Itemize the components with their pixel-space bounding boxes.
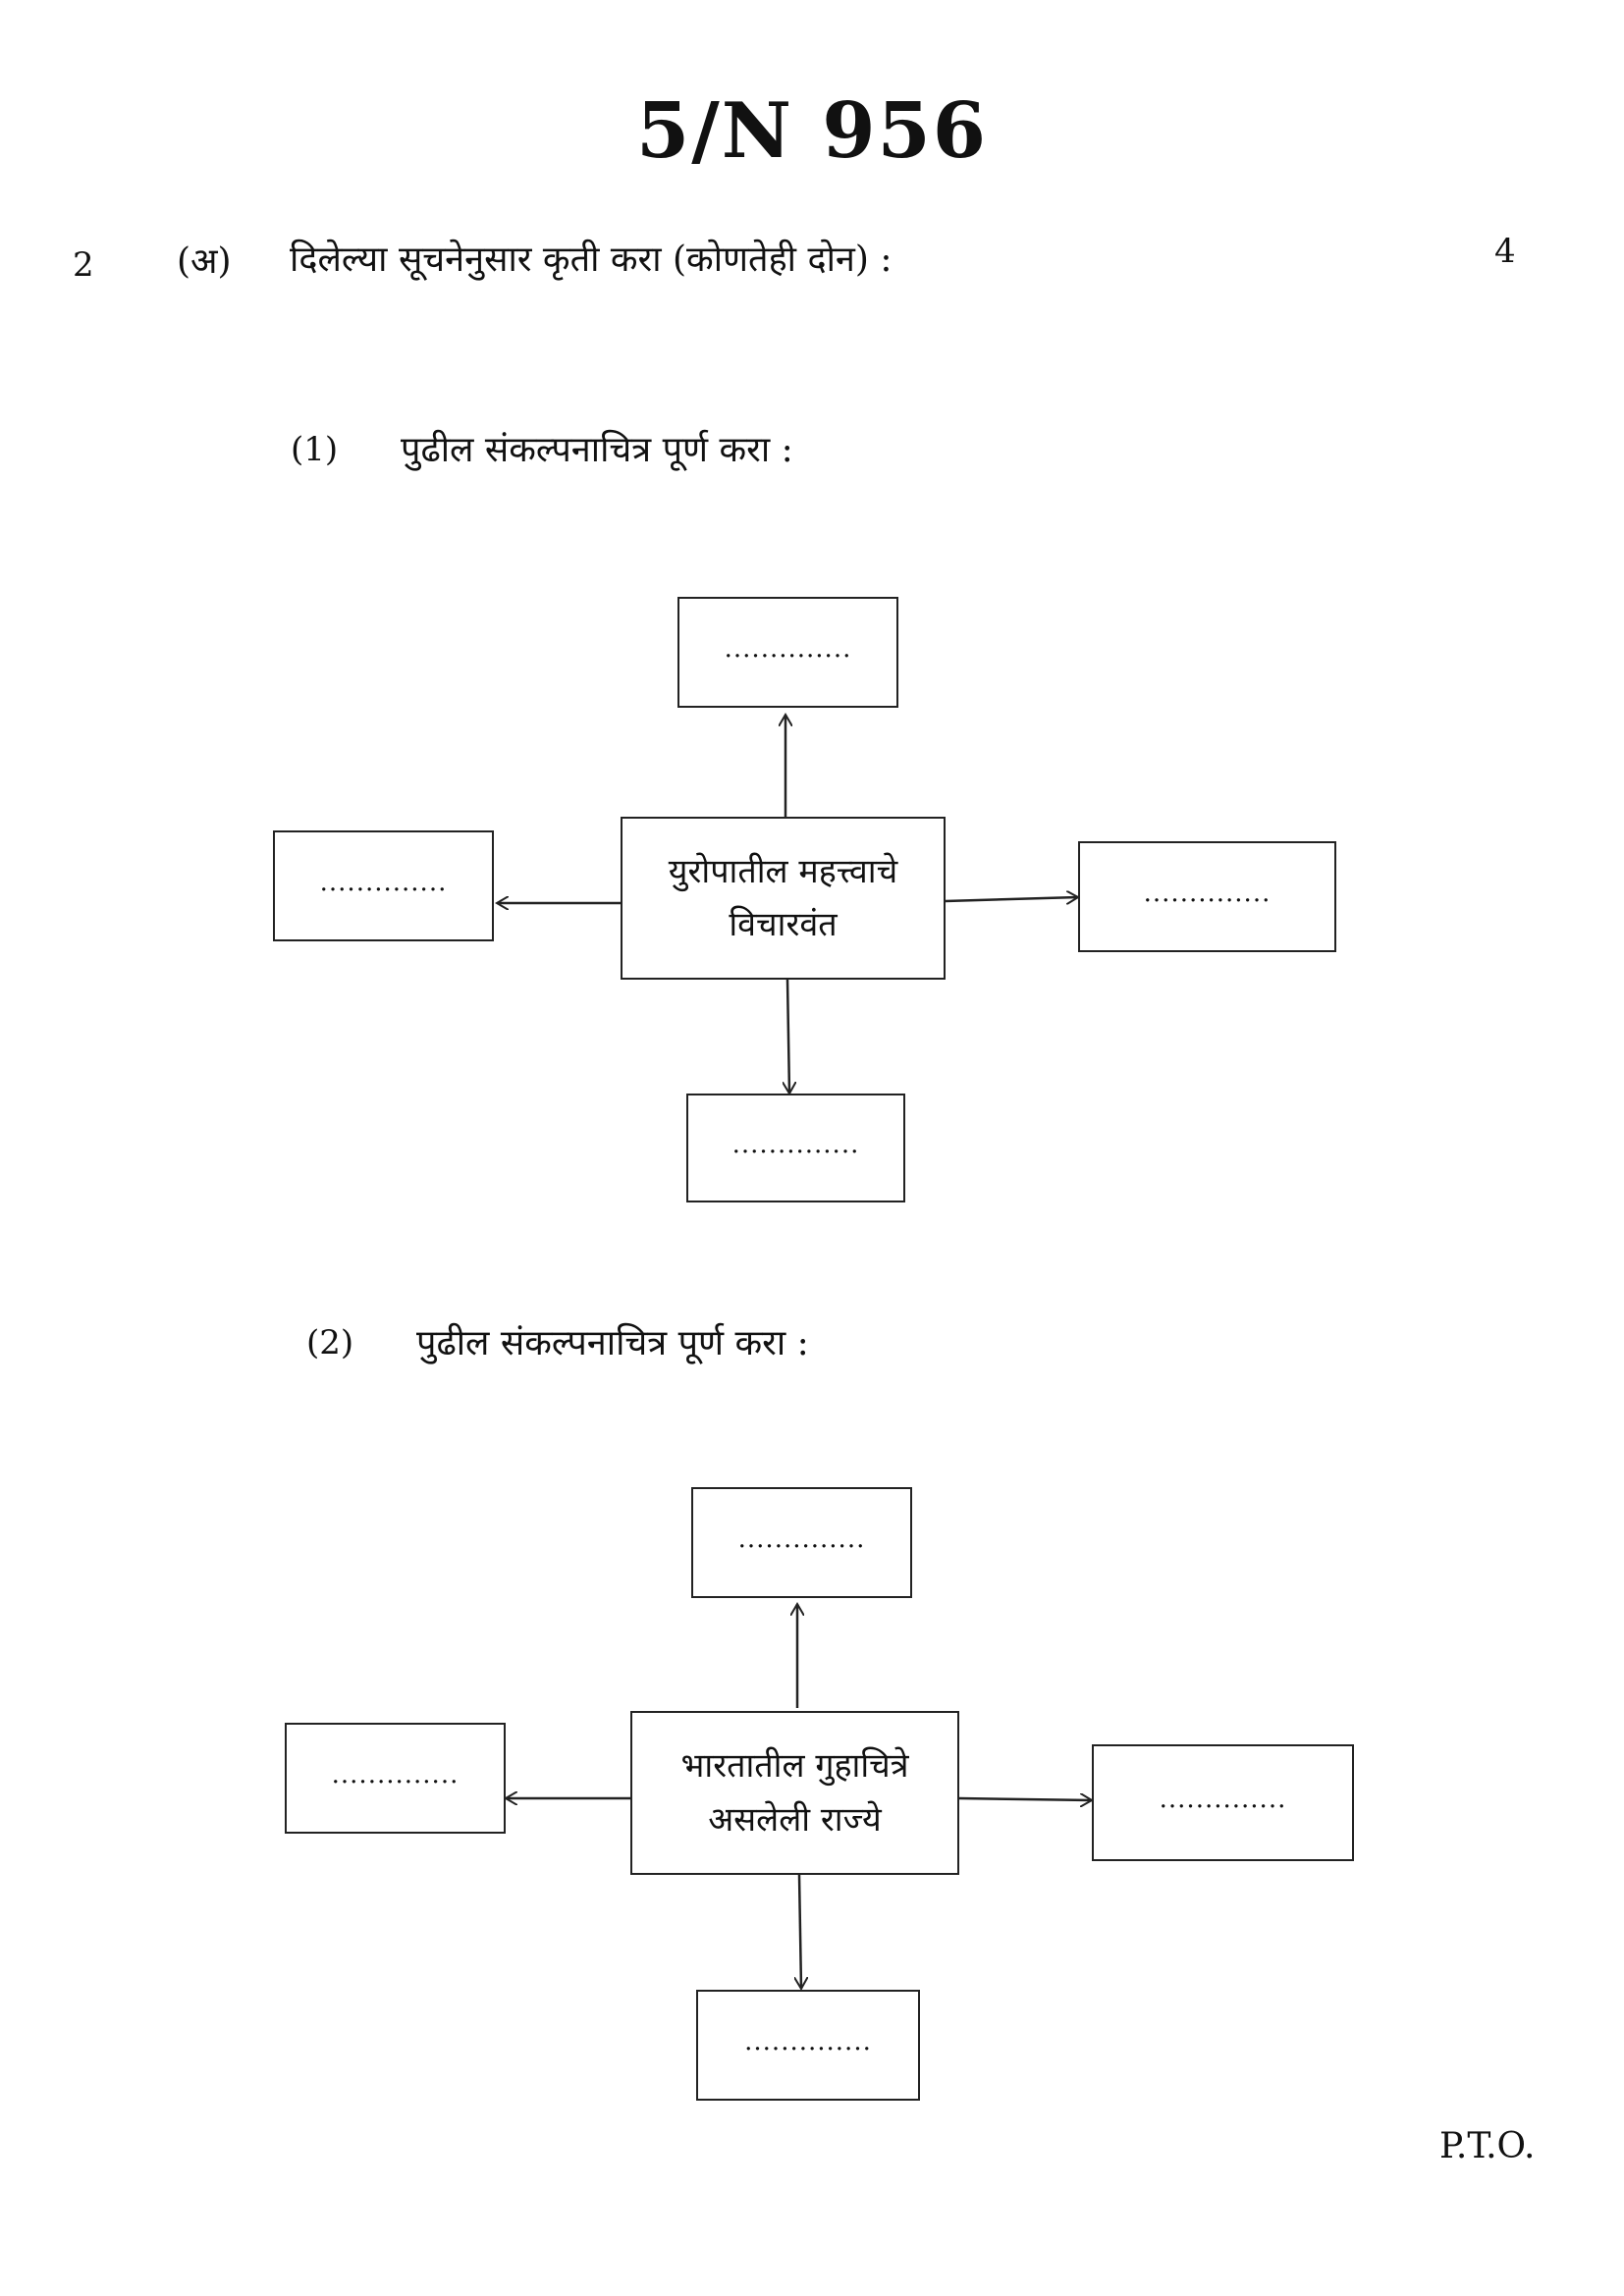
map2-bottom-blank: ..............: [744, 2026, 872, 2056]
map1-top-box[interactable]: ..............: [677, 597, 898, 708]
sub-question-1-number: (1): [291, 430, 339, 469]
map2-center-box: भारतातील गुहाचित्रे असलेली राज्ये: [630, 1711, 959, 1875]
map1-center-box: युरोपातील महत्त्वाचे विचारवंत: [621, 817, 946, 980]
map1-arrow-right: [945, 897, 1078, 901]
pto-label: P.T.O.: [1439, 2126, 1536, 2166]
map1-left-blank: ..............: [319, 867, 448, 897]
map1-bottom-box[interactable]: ..............: [686, 1094, 905, 1202]
map2-top-box[interactable]: ..............: [691, 1487, 912, 1598]
map1-left-box[interactable]: ..............: [273, 830, 494, 941]
sub-question-1-instruction: पुढील संकल्पनाचित्र पूर्ण करा :: [401, 430, 793, 470]
map1-arrow-down: [787, 979, 789, 1094]
map1-right-box[interactable]: ..............: [1078, 841, 1336, 952]
question-sub-label: (अ): [177, 241, 232, 282]
map2-right-blank: ..............: [1159, 1784, 1287, 1814]
map2-left-blank: ..............: [331, 1759, 460, 1789]
question-marks: 4: [1494, 232, 1516, 271]
map1-center-line1: युरोपातील महत्त्वाचे: [668, 851, 898, 891]
paper-code: 5/N 956: [635, 86, 989, 176]
map2-bottom-box[interactable]: ..............: [696, 1990, 920, 2101]
question-number: 2: [73, 245, 94, 285]
question-instruction: दिलेल्या सूचनेनुसार कृती करा (कोणतेही दो…: [290, 240, 893, 280]
map1-center-line2: विचारवंत: [729, 905, 838, 944]
map1-bottom-blank: ..............: [731, 1129, 860, 1159]
map2-center-line1: भारतातील गुहाचित्रे: [680, 1746, 909, 1787]
sub-question-2-instruction: पुढील संकल्पनाचित्र पूर्ण करा :: [416, 1323, 809, 1363]
map2-top-blank: ..............: [737, 1523, 866, 1554]
map1-top-blank: ..............: [724, 633, 852, 664]
sub-question-2-number: (2): [306, 1323, 354, 1362]
map2-center-line2: असलेली राज्ये: [708, 1799, 882, 1840]
map1-right-blank: ..............: [1143, 878, 1272, 908]
map2-right-box[interactable]: ..............: [1092, 1744, 1354, 1861]
map2-arrow-down: [799, 1874, 801, 1989]
map2-arrow-right: [958, 1798, 1092, 1800]
map2-left-box[interactable]: ..............: [285, 1723, 506, 1834]
